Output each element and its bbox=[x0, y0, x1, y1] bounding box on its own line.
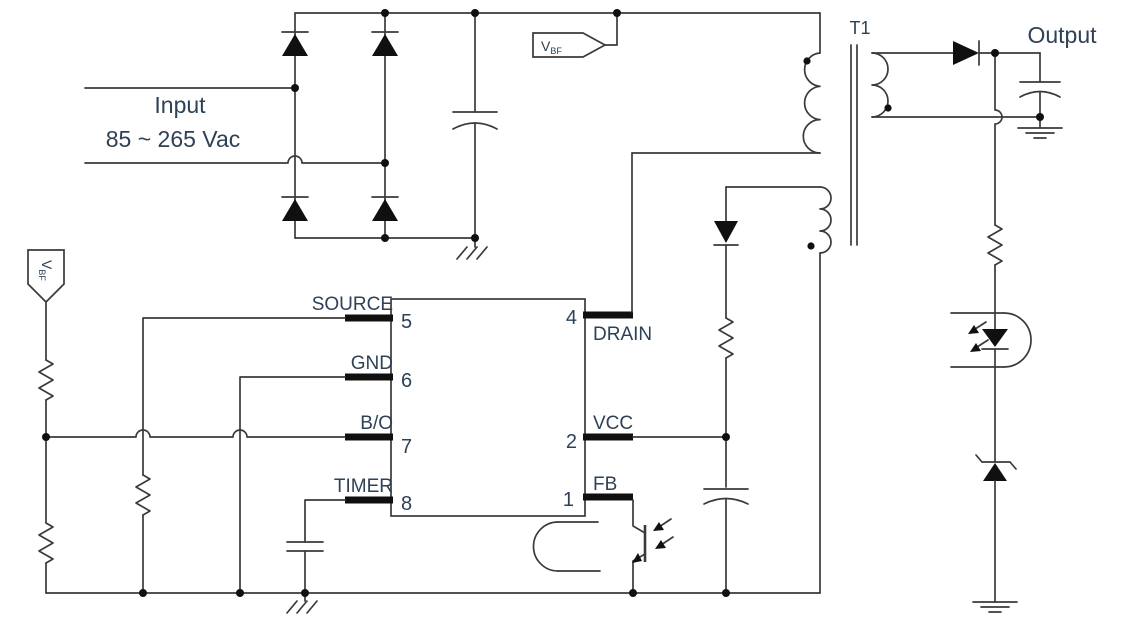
emitter-arrowhead bbox=[632, 553, 642, 563]
bridge-diode-bottom-left bbox=[281, 196, 309, 221]
ic-body bbox=[390, 298, 586, 517]
pin-1-stub bbox=[583, 493, 633, 501]
pin-number-4: 4 bbox=[566, 307, 577, 329]
feedback-sense-chain bbox=[950, 52, 1032, 613]
output-ground-symbol bbox=[1017, 116, 1063, 139]
vcc-resistor bbox=[718, 317, 734, 359]
auxiliary-winding bbox=[725, 186, 832, 594]
output-diode bbox=[953, 41, 979, 65]
brownout-divider bbox=[27, 249, 346, 594]
auxiliary-polarity-dot bbox=[807, 242, 815, 250]
input-voltage-label: 85 ~ 265 Vac bbox=[106, 126, 241, 152]
transformer-designator: T1 bbox=[849, 18, 870, 38]
pin-label-drain: DRAIN bbox=[593, 324, 652, 345]
pin-4-stub bbox=[583, 311, 633, 319]
brownout-lower-resistor bbox=[38, 522, 54, 564]
pin-label-bo: B/O bbox=[360, 413, 393, 434]
pin-number-1: 1 bbox=[563, 489, 574, 511]
pin-label-source: SOURCE bbox=[312, 294, 393, 315]
pin-label-fb: FB bbox=[593, 474, 617, 495]
timer-ground-symbol bbox=[286, 592, 318, 614]
emitted-light-arrows bbox=[968, 321, 989, 352]
primary-ground-symbol bbox=[456, 237, 488, 260]
primary-polarity-dot bbox=[803, 57, 811, 65]
secondary-polarity-dot bbox=[884, 104, 892, 112]
brownout-net-flag bbox=[27, 249, 65, 304]
pin-number-8: 8 bbox=[401, 493, 412, 515]
input-label: Input bbox=[154, 92, 206, 118]
incoming-light-arrows bbox=[653, 518, 674, 549]
vcc-rectifier-diode bbox=[713, 221, 739, 246]
schematic-labels: Input 85 ~ 265 Vac T1 Output VBF VBF SOU… bbox=[37, 18, 1097, 515]
dc-link-flag-label: VBF bbox=[541, 38, 562, 56]
bulk-capacitor bbox=[452, 12, 498, 239]
pin-label-timer: TIMER bbox=[334, 476, 393, 497]
transformer-core bbox=[850, 44, 858, 246]
pin-label-gnd: GND bbox=[351, 353, 393, 374]
brownout-upper-resistor bbox=[38, 359, 54, 401]
phototransistor-enclosure bbox=[532, 521, 601, 572]
source-sense-network bbox=[135, 317, 346, 594]
secondary-winding bbox=[871, 52, 892, 118]
pin-number-5: 5 bbox=[401, 311, 412, 333]
pin-5-stub bbox=[345, 314, 393, 322]
sense-resistor bbox=[135, 474, 151, 516]
pin-number-2: 2 bbox=[566, 431, 577, 453]
pin-8-stub bbox=[345, 496, 393, 504]
timer-capacitor-network bbox=[286, 499, 346, 594]
optocoupler-phototransistor bbox=[532, 499, 674, 594]
junction-dots bbox=[42, 9, 1044, 597]
brownout-flag-label: VBF bbox=[37, 260, 55, 281]
optocoupler-led bbox=[950, 312, 1032, 368]
pin-6-stub bbox=[345, 373, 393, 381]
vcc-capacitor bbox=[703, 488, 749, 594]
pin-2-stub bbox=[583, 433, 633, 441]
pin-label-vcc: VCC bbox=[593, 413, 633, 434]
vcc-supply-network bbox=[632, 186, 749, 594]
feedback-resistor bbox=[987, 224, 1003, 266]
gnd-pin-wire bbox=[239, 376, 346, 594]
pin-number-7: 7 bbox=[401, 436, 412, 458]
controller-ic bbox=[345, 298, 633, 517]
output-label: Output bbox=[1027, 22, 1097, 48]
output-rectifier bbox=[871, 40, 1041, 66]
bridge-diode-top-left bbox=[281, 31, 309, 56]
primary-winding bbox=[631, 12, 821, 154]
led-triangle bbox=[982, 329, 1008, 347]
output-capacitor bbox=[1019, 52, 1061, 118]
pin-number-6: 6 bbox=[401, 370, 412, 392]
pin-7-stub bbox=[345, 433, 393, 441]
bridge-diode-bottom-right bbox=[371, 196, 399, 221]
zener-diode bbox=[975, 454, 1017, 481]
secondary-ground-symbol bbox=[972, 601, 1018, 613]
dc-link-net-flag bbox=[532, 12, 618, 58]
transformer-t1 bbox=[631, 12, 892, 594]
bridge-diode-top-right bbox=[371, 31, 399, 56]
